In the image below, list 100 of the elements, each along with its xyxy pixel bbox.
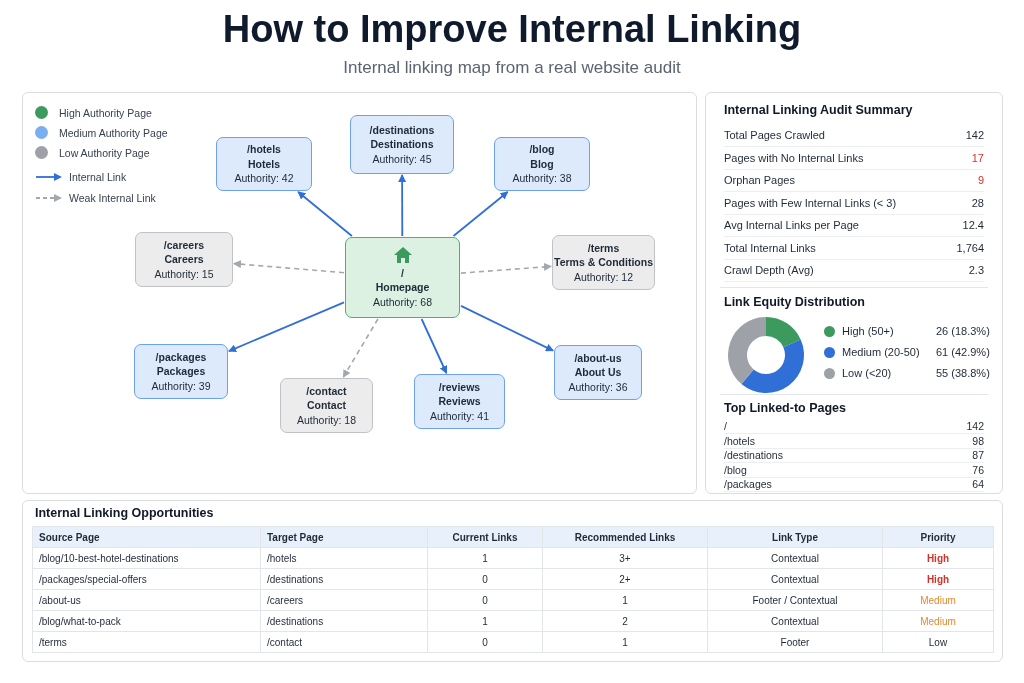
- page-name: Homepage: [375, 280, 430, 295]
- page-node: [216, 137, 312, 191]
- metric-label: Total Internal Links: [724, 240, 816, 256]
- page-path: /packages: [155, 349, 207, 365]
- table-cell: Contextual: [707, 568, 883, 590]
- header-cell: Recommended Links: [542, 526, 708, 548]
- page-path: /destinations: [724, 448, 783, 462]
- authority-score: Authority: 15: [154, 266, 214, 282]
- metric-label: Total Pages Crawled: [724, 128, 825, 143]
- authority-score: Authority: 18: [297, 412, 356, 428]
- page-node: [552, 235, 655, 290]
- page-path: /destinations: [369, 122, 435, 138]
- arrow: [228, 301, 345, 353]
- header-cell: Priority: [882, 526, 994, 548]
- table-cell: /about-us: [32, 589, 261, 611]
- legend-label: Weak Internal Link: [69, 192, 156, 204]
- section-heading: Top Linked-to Pages: [724, 401, 846, 415]
- table-cell: Medium: [882, 589, 994, 611]
- metric-value: 9: [977, 173, 984, 188]
- metric-label: Orphan Pages: [724, 173, 795, 188]
- arrow: [460, 305, 554, 352]
- metric-value: 12.4: [962, 218, 984, 233]
- page-path: /hotels: [247, 142, 281, 157]
- dashed-arrow: [233, 260, 345, 274]
- table-cell: 0: [427, 589, 543, 611]
- page-node: [494, 137, 590, 191]
- authority-score: Authority: 68: [373, 294, 432, 310]
- table-cell: Footer: [707, 631, 883, 653]
- table-cell: 0: [427, 568, 543, 590]
- page-node: [345, 237, 460, 318]
- authority-score: Authority: 38: [512, 171, 572, 186]
- table-cell: /packages/special-offers: [32, 568, 261, 590]
- metric-value: 28: [971, 195, 984, 211]
- metric-value: 142: [965, 128, 984, 143]
- table-cell: Low: [882, 631, 994, 653]
- page-path: /: [401, 265, 404, 281]
- link-count: 64: [972, 477, 984, 491]
- table-cell: High: [882, 568, 994, 590]
- table-cell: Contextual: [707, 610, 883, 632]
- table-cell: 1: [427, 547, 543, 569]
- table-cell: 3+: [542, 547, 708, 569]
- table-cell: High: [882, 547, 994, 569]
- metric-value: 2.3: [968, 263, 984, 278]
- value-label: 61 (42.9%): [936, 346, 990, 359]
- header-cell: Current Links: [427, 526, 543, 548]
- legend-label: Internal Link: [69, 171, 127, 183]
- legend-label: Low (<20): [842, 367, 892, 380]
- page-name: Reviews: [438, 394, 481, 409]
- header-cell: Target Page: [260, 526, 428, 548]
- arrow: [420, 318, 448, 374]
- value-label: 55 (38.8%): [936, 367, 990, 380]
- legend-label: Medium (20-50): [842, 346, 920, 359]
- arrow: [398, 174, 407, 237]
- dashed-arrow: [460, 262, 552, 274]
- subtitle: Internal linking map from a real website audit: [342, 58, 682, 78]
- metric-label: Crawl Depth (Avg): [724, 263, 814, 278]
- page-path: /reviews: [438, 379, 481, 395]
- page-path: /hotels: [724, 433, 755, 448]
- page-name: Careers: [164, 252, 204, 267]
- page-name: Destinations: [370, 137, 434, 152]
- link-count: 87: [972, 448, 984, 462]
- legend-label: Low Authority Page: [59, 147, 150, 159]
- table-cell: 2: [542, 610, 708, 632]
- authority-score: Authority: 42: [234, 171, 294, 186]
- legend-label: Medium Authority Page: [59, 127, 168, 139]
- header-cell: Source Page: [32, 526, 261, 548]
- table-cell: 2+: [542, 568, 708, 590]
- arrow: [452, 191, 509, 237]
- page-title: How to Improve Internal Linking: [221, 8, 803, 51]
- table-cell: /blog/10-best-hotel-destinations: [32, 547, 261, 569]
- table-cell: 0: [427, 631, 543, 653]
- page-name: Terms & Conditions: [554, 255, 653, 270]
- authority-score: Authority: 36: [568, 379, 628, 395]
- link-count: 76: [972, 462, 984, 477]
- table-cell: /contact: [260, 631, 428, 653]
- page-path: /terms: [587, 240, 620, 256]
- page-name: Blog: [530, 156, 554, 172]
- page-name: About Us: [574, 365, 622, 380]
- page-node: [554, 345, 642, 400]
- table-cell: /careers: [260, 589, 428, 611]
- page-node: [135, 232, 233, 287]
- value-label: 26 (18.3%): [936, 325, 990, 338]
- authority-score: Authority: 12: [574, 269, 633, 285]
- table-cell: /destinations: [260, 568, 428, 590]
- page-path: /blog: [724, 462, 747, 477]
- page-node: [280, 378, 373, 433]
- link-count: 98: [972, 433, 984, 448]
- page-name: Hotels: [247, 156, 281, 172]
- header-cell: Link Type: [707, 526, 883, 548]
- page-path: /about-us: [574, 350, 622, 366]
- table-cell: 1: [542, 631, 708, 653]
- link-count: 142: [966, 419, 984, 433]
- page-name: Contact: [306, 398, 347, 413]
- table-cell: Footer / Contextual: [707, 589, 883, 611]
- page-path: /contact: [306, 383, 347, 399]
- metric-label: Avg Internal Links per Page: [724, 218, 859, 233]
- table-cell: Contextual: [707, 547, 883, 569]
- table-cell: 1: [542, 589, 708, 611]
- page-path: /: [724, 419, 727, 433]
- table-cell: /hotels: [260, 547, 428, 569]
